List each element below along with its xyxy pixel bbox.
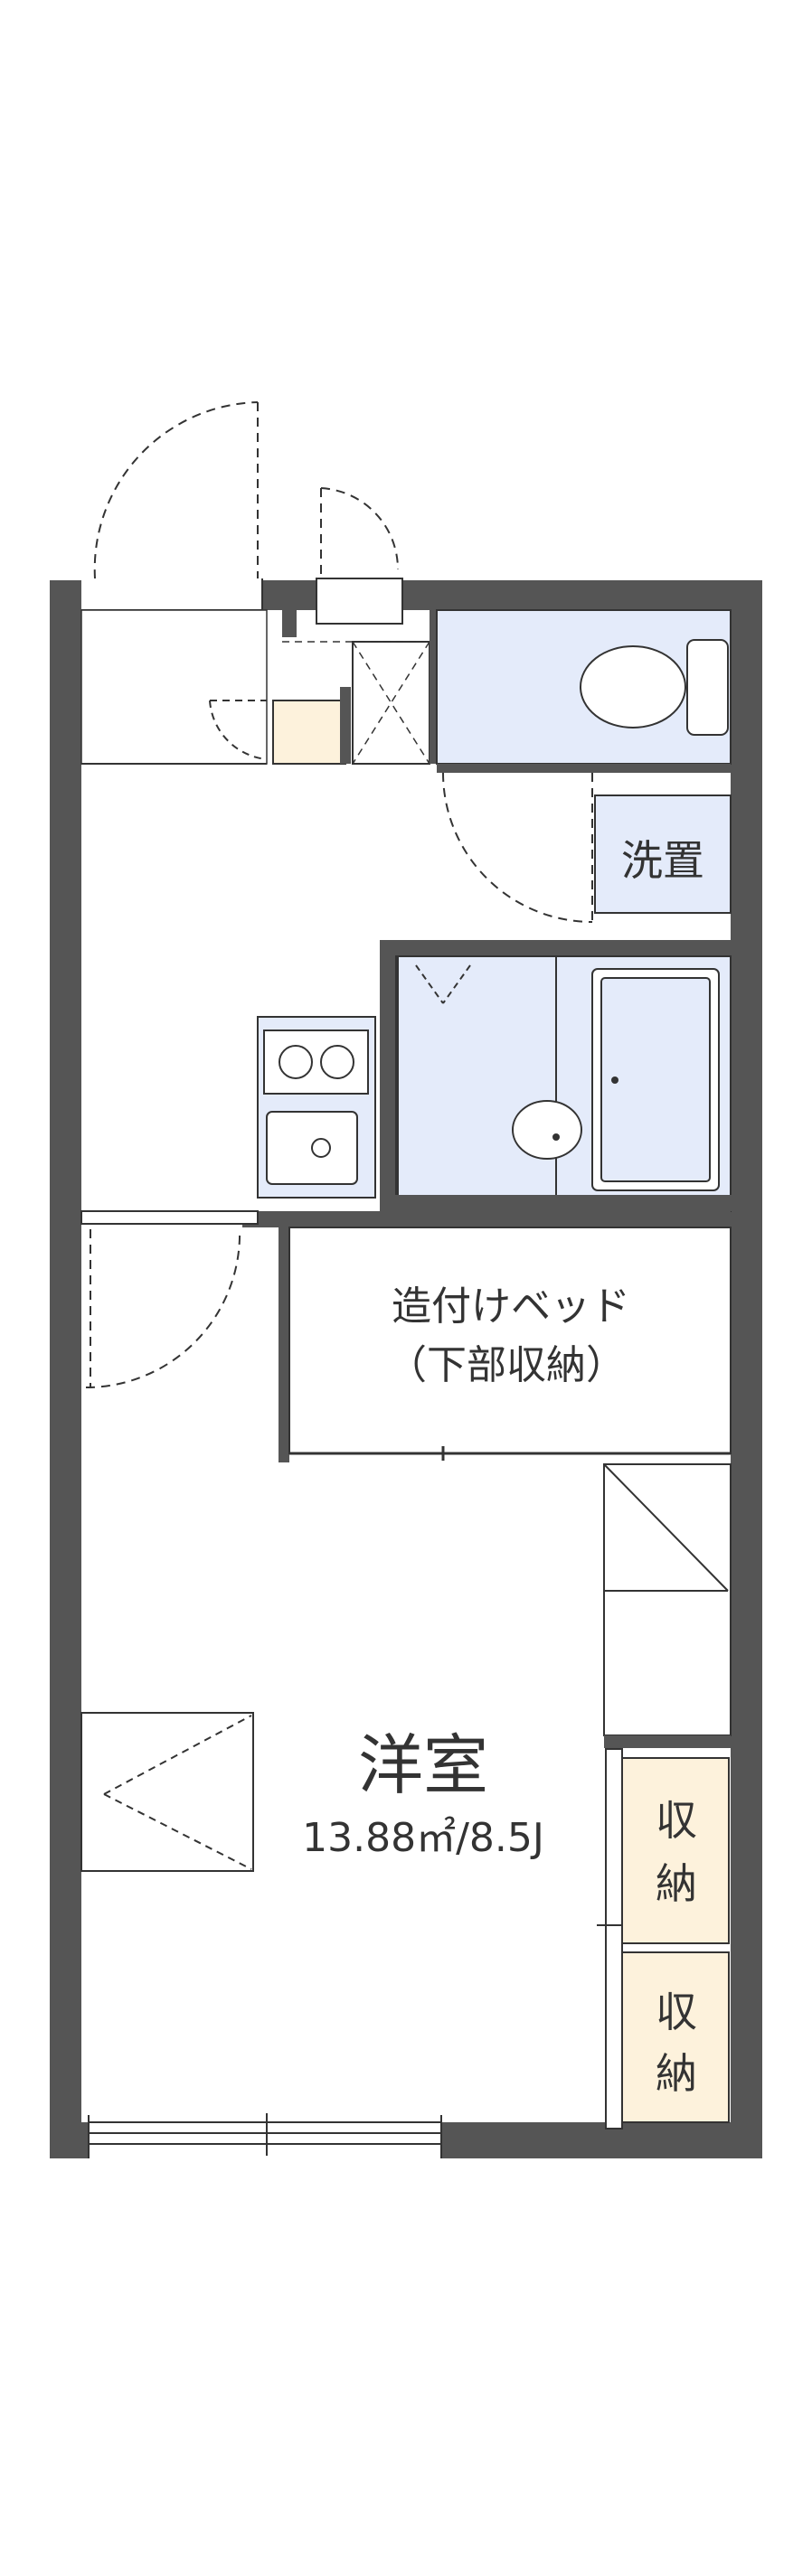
stove-icon: [263, 1029, 369, 1095]
entrance-door-swing: [93, 401, 259, 579]
bath-sink-icon: [512, 1100, 582, 1160]
western-room-label: 洋室: [358, 1727, 488, 1803]
closet-small: [352, 641, 430, 765]
western-room-area: 13.88㎡/8.5J: [302, 1815, 544, 1861]
room-door-swing: [85, 1228, 241, 1388]
entrance-opening: [81, 577, 262, 613]
builtin-bed-label-line2: （下部収納）: [387, 1342, 626, 1388]
storage-shelf: [603, 1463, 732, 1736]
bathtub-icon: [591, 968, 720, 1191]
washroom-label: 洗置: [621, 836, 704, 885]
washroom: [594, 794, 732, 914]
toilet-icon: [580, 639, 729, 736]
closet-2: [621, 1951, 730, 2123]
shoe-box: [272, 700, 346, 765]
toilet-door-swing: [442, 772, 593, 923]
builtin-bed-label-line1: 造付けベッド: [392, 1283, 630, 1330]
closet-2-label-line2: 納: [656, 2049, 697, 2098]
entrance-floor: [80, 609, 268, 765]
builtin-bed: [288, 1227, 732, 1454]
closet-1-label-line2: 納: [656, 1859, 697, 1908]
closet-2-label-line1: 収: [656, 1988, 697, 2036]
meter-box: [316, 578, 403, 625]
closet-1: [621, 1757, 730, 1944]
sink-icon: [266, 1111, 358, 1185]
closet-1-label-line1: 収: [656, 1796, 697, 1845]
partition-wall: [282, 610, 297, 637]
